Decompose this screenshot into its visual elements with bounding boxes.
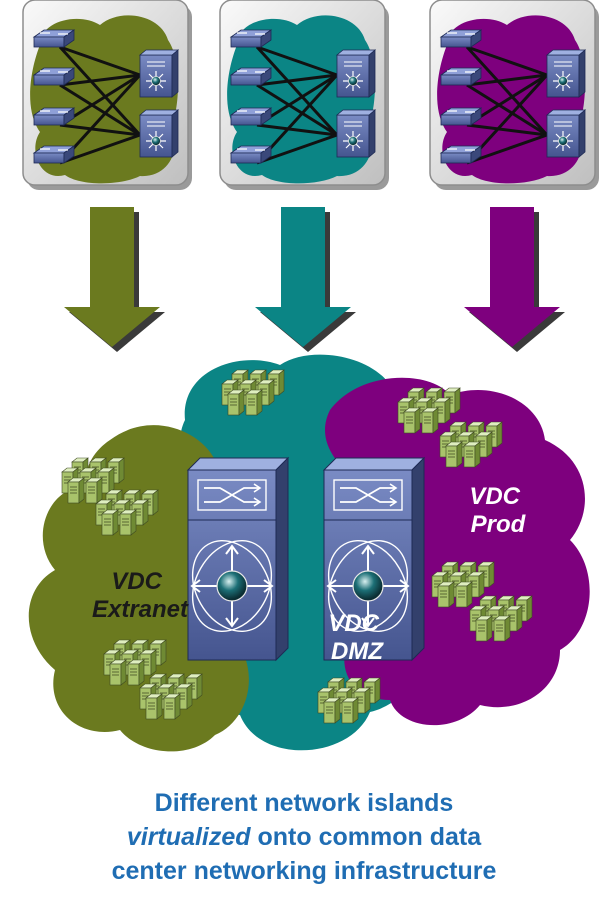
arrow-olive [64, 207, 165, 352]
arrow-teal [255, 207, 356, 352]
arrow-purple [464, 207, 565, 352]
network-island-tile-dmz [219, 0, 389, 190]
caption-line2: virtualized onto common data [0, 820, 608, 854]
svg-text:VDC Prod: VDC Prod [469, 483, 526, 538]
caption-line3: center networking infrastructure [111, 857, 497, 885]
caption-italic-word: virtualized [126, 823, 251, 851]
vdc-dmz-label-line1: VDC [328, 610, 379, 637]
caption-line2-rest: onto common data [250, 823, 482, 851]
network-island-tile-extranet [22, 0, 192, 190]
svg-text:VDC DMZ: VDC DMZ [328, 610, 385, 665]
network-island-tile-prod [429, 0, 599, 190]
vdc-extranet-label-line2: Extranet [92, 596, 189, 623]
vdc-prod-label-line1: VDC [469, 483, 520, 510]
vdc-prod-label-line2: Prod [471, 511, 527, 538]
consolidated-cloud [28, 354, 590, 752]
vdc-dmz-label-line2: DMZ [331, 638, 384, 665]
diagram-caption: Different network islands virtualized on… [0, 786, 608, 888]
nexus-switch-left [175, 457, 289, 661]
svg-text:VDC Extranet: VDC Extranet [92, 568, 189, 623]
caption-line1: Different network islands [154, 789, 454, 817]
vdc-extranet-label-line1: VDC [111, 568, 162, 595]
